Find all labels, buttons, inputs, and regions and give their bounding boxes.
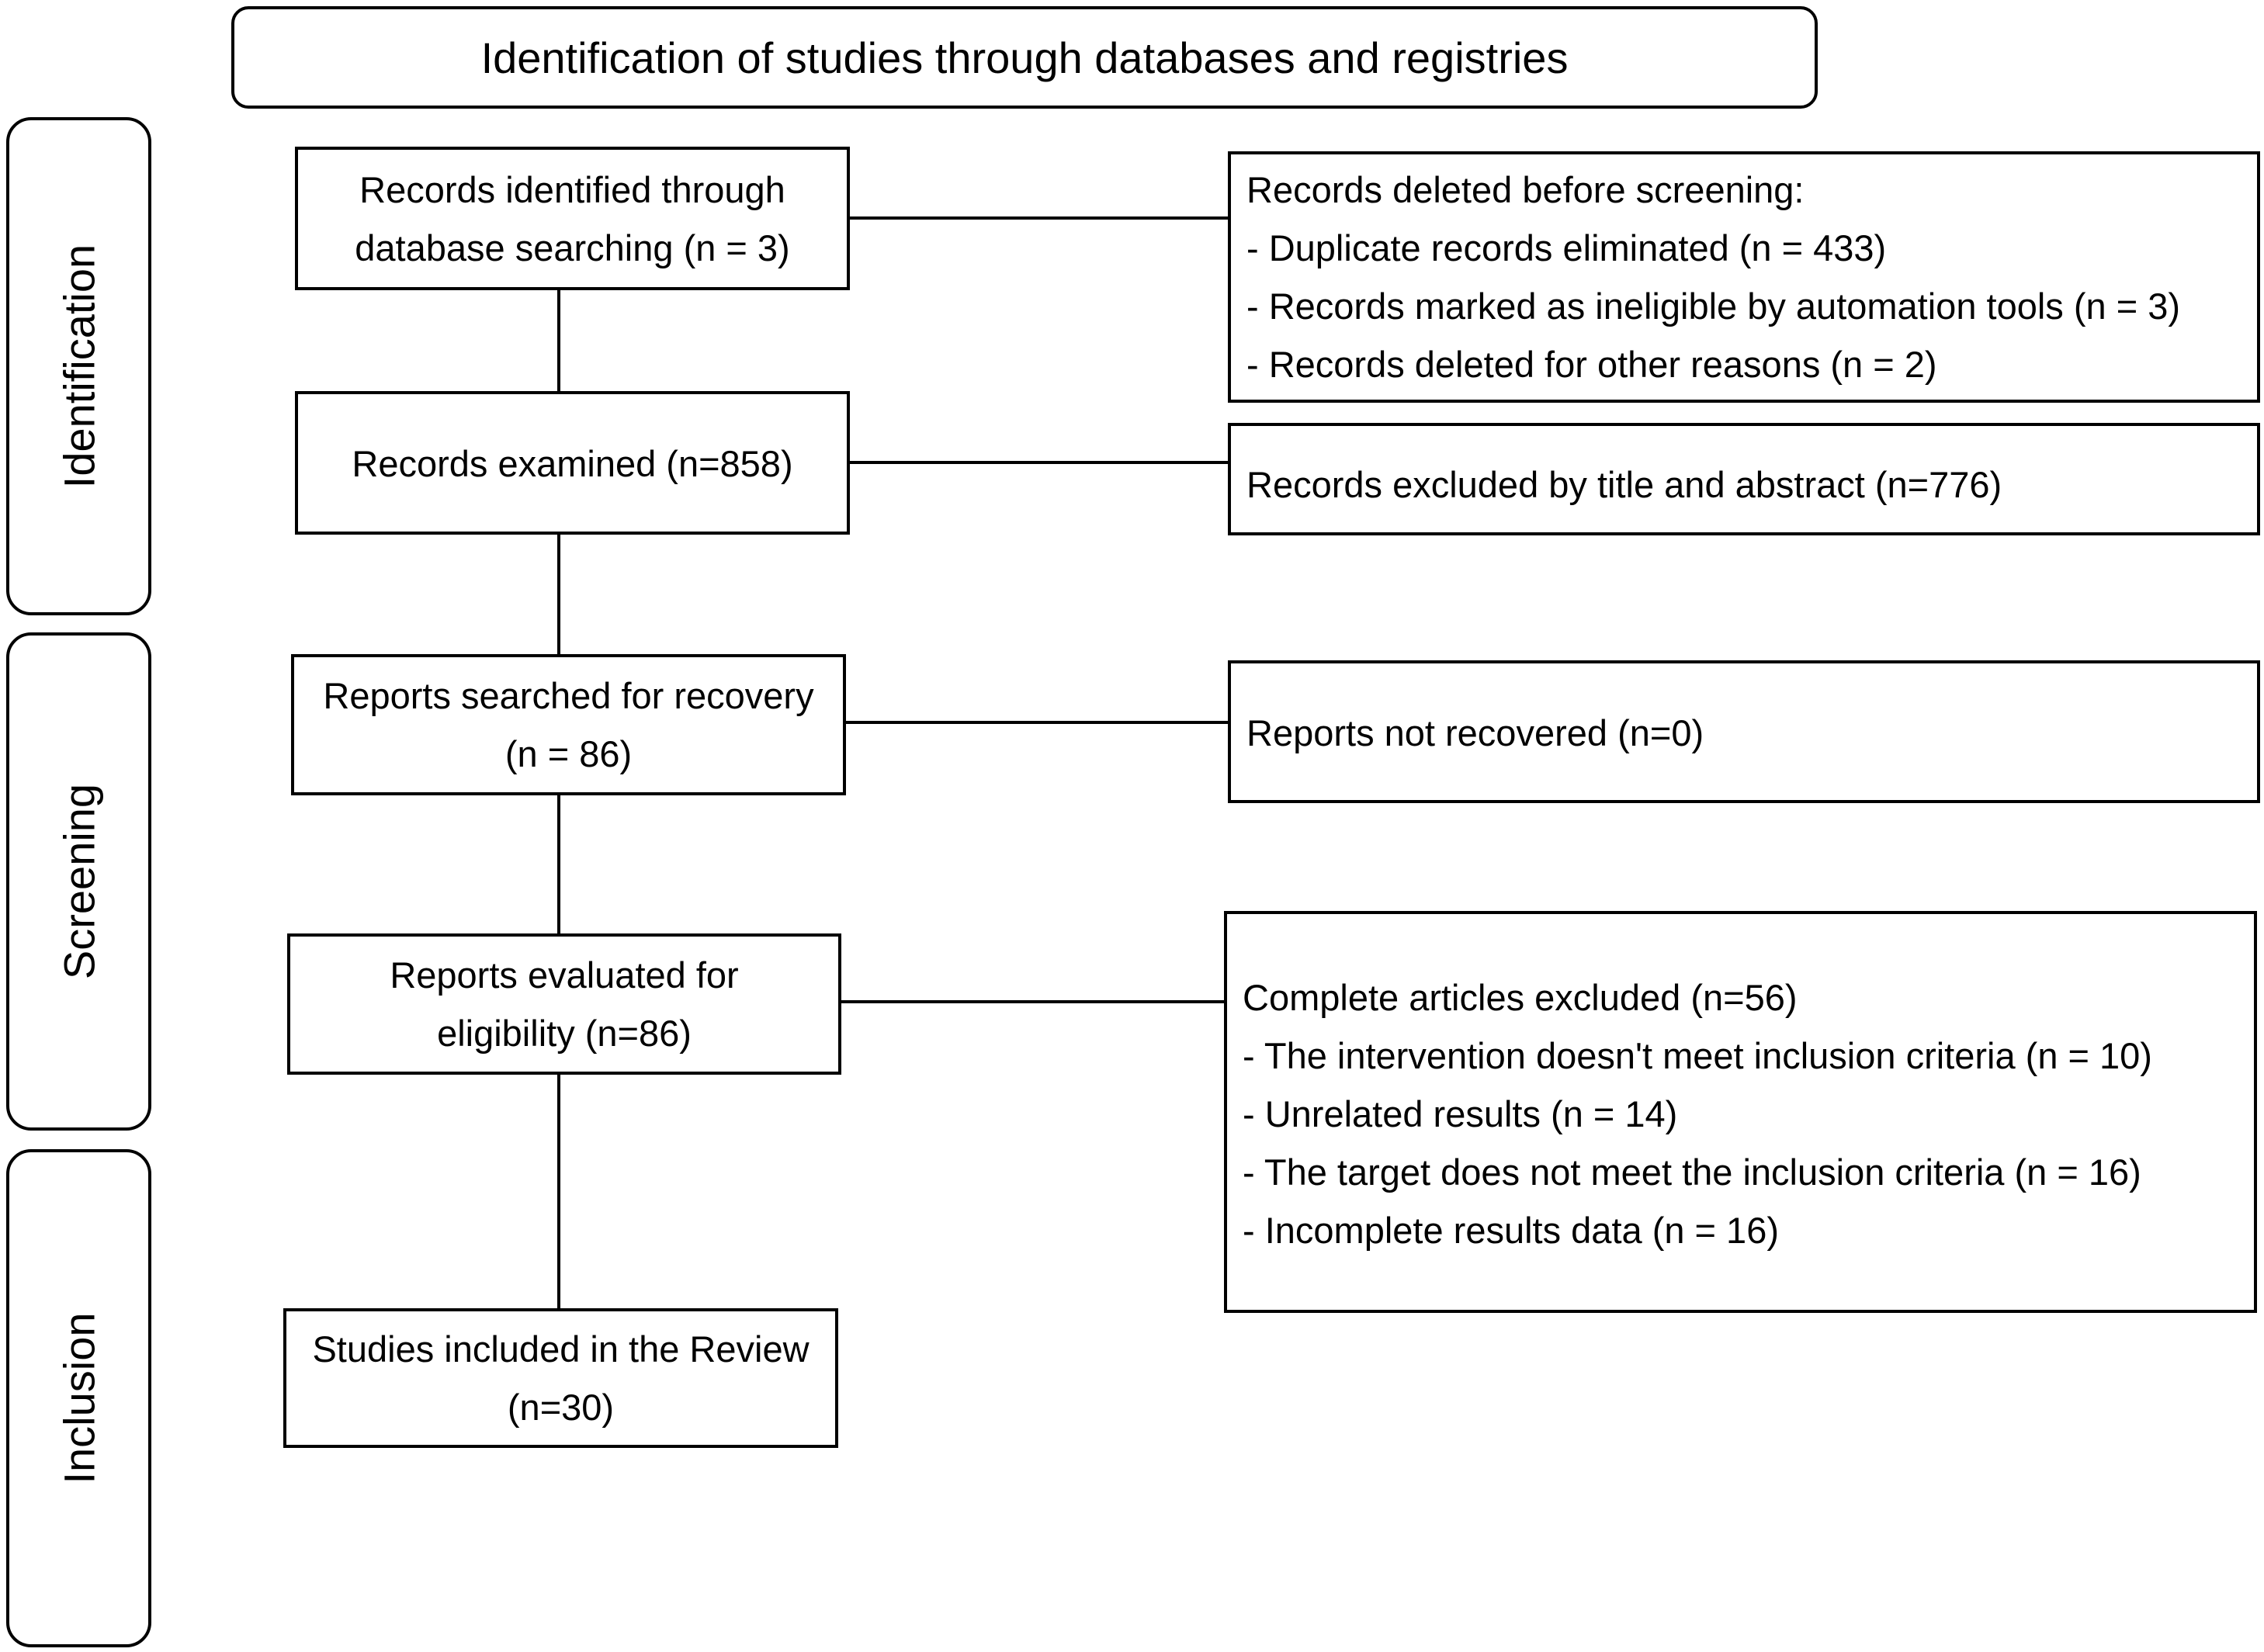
box-articles-excluded-line-4: - The target does not meet the inclusion… (1243, 1152, 2141, 1193)
box-records-excluded: Records excluded by title and abstract (… (1228, 423, 2260, 535)
box-articles-excluded-line-5: - Incomplete results data (n = 16) (1243, 1210, 1779, 1251)
connector-h4 (838, 1000, 1226, 1003)
box-reports-evaluated-line-1: Reports evaluated for (390, 954, 739, 996)
diagram-title-box: Identification of studies through databa… (231, 6, 1818, 109)
stage-inclusion: Inclusion (6, 1149, 151, 1647)
box-records-deleted-line-3: - Records marked as ineligible by automa… (1246, 286, 2180, 327)
stage-inclusion-label: Inclusion (54, 1312, 103, 1484)
connector-v2 (557, 533, 560, 654)
box-records-examined: Records examined (n=858) (295, 391, 850, 535)
connector-h3 (844, 721, 1230, 724)
diagram-title: Identification of studies through databa… (480, 33, 1569, 82)
box-studies-included: Studies included in the Review (n=30) (283, 1308, 838, 1448)
connector-v1 (557, 289, 560, 391)
box-reports-evaluated: Reports evaluated for eligibility (n=86) (287, 933, 841, 1075)
box-reports-not-recovered: Reports not recovered (n=0) (1228, 660, 2260, 803)
box-reports-searched-line-1: Reports searched for recovery (323, 675, 814, 716)
box-articles-excluded: Complete articles excluded (n=56) - The … (1224, 911, 2257, 1313)
box-records-deleted-line-1: Records deleted before screening: (1246, 169, 1805, 210)
box-records-identified-line-2: database searching (n = 3) (355, 227, 790, 268)
box-reports-not-recovered-line-1: Reports not recovered (n=0) (1246, 712, 1704, 753)
box-records-deleted: Records deleted before screening: - Dupl… (1228, 151, 2260, 403)
box-records-deleted-line-4: - Records deleted for other reasons (n =… (1246, 344, 1937, 385)
box-articles-excluded-line-2: - The intervention doesn't meet inclusio… (1243, 1035, 2152, 1076)
box-reports-evaluated-line-2: eligibility (n=86) (437, 1013, 692, 1054)
box-records-identified: Records identified through database sear… (295, 147, 850, 290)
box-records-examined-line-1: Records examined (n=858) (352, 443, 793, 484)
stage-identification-label: Identification (54, 244, 103, 489)
box-studies-included-line-2: (n=30) (507, 1387, 615, 1428)
box-records-deleted-line-2: - Duplicate records eliminated (n = 433) (1246, 227, 1887, 268)
connector-v4 (557, 1073, 560, 1308)
connector-h1 (847, 216, 1230, 220)
connector-v3 (557, 794, 560, 933)
stage-identification: Identification (6, 117, 151, 615)
box-records-excluded-line-1: Records excluded by title and abstract (… (1246, 464, 2002, 505)
connector-h2 (847, 461, 1230, 464)
stage-screening: Screening (6, 632, 151, 1131)
box-articles-excluded-line-3: - Unrelated results (n = 14) (1243, 1093, 1678, 1134)
box-articles-excluded-line-1: Complete articles excluded (n=56) (1243, 977, 1798, 1018)
box-reports-searched-line-2: (n = 86) (504, 733, 633, 774)
box-reports-searched: Reports searched for recovery (n = 86) (291, 654, 846, 795)
box-studies-included-line-1: Studies included in the Review (312, 1328, 810, 1370)
stage-screening-label: Screening (54, 783, 103, 980)
box-records-identified-line-1: Records identified through (359, 168, 785, 210)
